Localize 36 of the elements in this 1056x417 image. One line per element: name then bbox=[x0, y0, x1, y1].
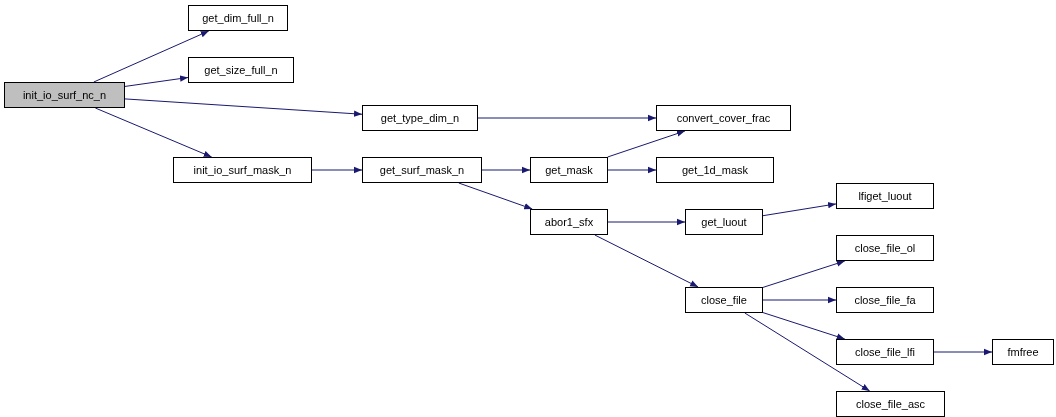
arrow bbox=[762, 296, 837, 304]
arrow bbox=[477, 114, 657, 122]
arrow bbox=[607, 130, 686, 158]
arrow bbox=[124, 75, 189, 87]
function-box: close_file_fa bbox=[836, 287, 934, 313]
function-box: fmfree bbox=[992, 339, 1054, 365]
function-box: get_luout bbox=[685, 209, 763, 235]
arrow bbox=[94, 107, 213, 158]
arrow bbox=[762, 312, 846, 340]
function-box: get_1d_mask bbox=[656, 157, 774, 183]
arrow bbox=[762, 202, 837, 217]
arrow bbox=[607, 166, 657, 174]
arrow bbox=[744, 312, 871, 392]
function-box: init_io_surf_nc_n bbox=[4, 82, 125, 108]
function-box: close_file_lfi bbox=[836, 339, 934, 365]
function-box: get_mask bbox=[530, 157, 608, 183]
function-box: abor1_sfx bbox=[530, 209, 608, 235]
function-box: get_surf_mask_n bbox=[362, 157, 482, 183]
arrow bbox=[594, 234, 699, 288]
function-box: convert_cover_frac bbox=[656, 105, 791, 131]
arrow bbox=[607, 218, 686, 226]
function-box: get_type_dim_n bbox=[362, 105, 478, 131]
arrow bbox=[93, 30, 210, 83]
arrow bbox=[762, 260, 846, 288]
function-box: get_size_full_n bbox=[188, 57, 294, 83]
function-box: get_dim_full_n bbox=[188, 5, 288, 31]
function-box: lfiget_luout bbox=[836, 183, 934, 209]
function-box: init_io_surf_mask_n bbox=[173, 157, 312, 183]
arrow bbox=[481, 166, 531, 174]
arrow bbox=[933, 348, 993, 356]
function-box: close_file_ol bbox=[836, 235, 934, 261]
arrow bbox=[124, 98, 363, 117]
function-box: close_file bbox=[685, 287, 763, 313]
function-box: close_file_asc bbox=[836, 391, 945, 417]
arrow bbox=[311, 166, 363, 174]
arrow bbox=[458, 182, 533, 210]
